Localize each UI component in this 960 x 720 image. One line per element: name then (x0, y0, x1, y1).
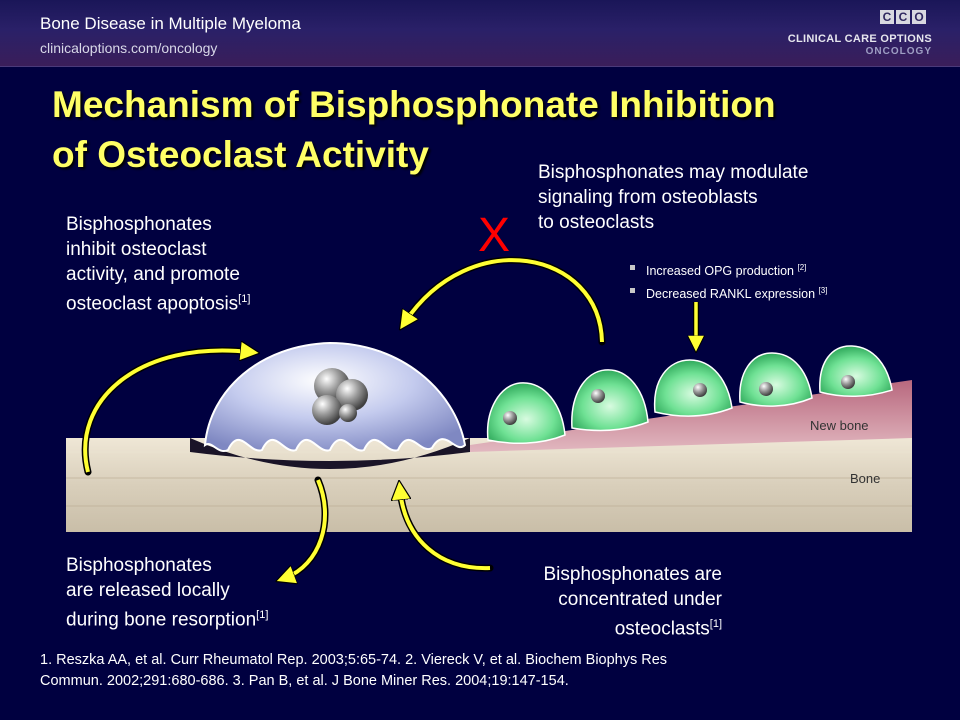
curved-arrow-down (285, 479, 327, 578)
label-line: to osteoclasts (538, 212, 655, 233)
nucleus (312, 395, 342, 425)
logo-text: CLINICAL CARE OPTIONS (787, 33, 932, 45)
bullet-text: Decreased RANKL expression (646, 287, 816, 302)
bone-label: Bone (850, 471, 880, 486)
label-text: osteoclasts (614, 618, 710, 640)
bullet-item: Increased OPG production [2] (630, 258, 827, 281)
osteoblast (739, 352, 813, 407)
header-bar: Bone Disease in Multiple Myeloma clinica… (0, 0, 960, 67)
bullet-text: Increased OPG production (646, 264, 794, 279)
label-line: Bisphosphonates are (543, 564, 722, 585)
logo-letter: C (880, 10, 894, 24)
slide-title-line: of Osteoclast Activity (52, 134, 429, 175)
logo-subtext: ONCOLOGY (865, 46, 932, 57)
new-bone-label: New bone (810, 418, 869, 433)
curved-arrow-up (400, 490, 491, 571)
label-line: osteoclasts[1] (472, 612, 722, 641)
reference-line: 1. Reszka AA, et al. Curr Rheumatol Rep.… (40, 652, 668, 668)
label-line: Bisphosphonates (66, 214, 212, 235)
bullet-square-icon (630, 265, 635, 270)
nucleus (339, 404, 357, 422)
label-text: osteoclast apoptosis (66, 293, 239, 315)
label-line: during bone resorption[1] (66, 603, 366, 632)
effects-bullet-list: Increased OPG production [2] Decreased R… (630, 258, 827, 304)
label-line: Bisphosphonates (66, 555, 212, 576)
curved-arrow-left (83, 350, 250, 473)
osteoblast (653, 359, 733, 417)
citation-ref: [2] (797, 263, 807, 272)
resorption-pit (190, 438, 470, 469)
slide-title-line: Mechanism of Bisphosphonate Inhibition (52, 84, 776, 125)
label-line: are released locally (66, 580, 230, 601)
osteoblast (486, 382, 566, 445)
label-line: osteoclast apoptosis[1] (66, 287, 346, 316)
references: 1. Reszka AA, et al. Curr Rheumatol Rep.… (40, 650, 920, 692)
cco-logo: C C O (880, 10, 926, 24)
source-url: clinicaloptions.com/oncology (40, 40, 218, 56)
blocked-x-mark: X (478, 209, 511, 262)
bullet-square-icon (630, 288, 635, 294)
bullet-item: Decreased RANKL expression [3] (630, 281, 827, 304)
logo-letter: O (912, 10, 926, 24)
presentation-title: Bone Disease in Multiple Myeloma (40, 14, 301, 33)
label-text: during bone resorption (66, 609, 257, 631)
logo-letter: C (896, 10, 910, 24)
citation-ref: [1] (709, 618, 722, 630)
label-line: inhibit osteoclast (66, 239, 207, 260)
nucleus (336, 379, 368, 411)
label-line: activity, and promote (66, 264, 240, 285)
concentrated-under-label: Bisphosphonates are concentrated under o… (472, 562, 722, 641)
slide-title: Mechanism of Bisphosphonate Inhibition o… (52, 80, 912, 180)
label-line: signaling from osteoblasts (538, 187, 758, 208)
citation-ref: [1] (256, 609, 269, 621)
released-locally-label: Bisphosphonates are released locally dur… (66, 553, 366, 632)
citation-ref: [1] (238, 293, 251, 305)
reference-line: Commun. 2002;291:680-686. 3. Pan B, et a… (40, 673, 569, 689)
osteoblast (819, 345, 893, 398)
inhibit-activity-label: Bisphosphonates inhibit osteoclast activ… (66, 212, 346, 316)
label-line: Bisphosphonates may modulate (538, 162, 809, 183)
curved-arrow-top (405, 258, 604, 343)
citation-ref: [3] (818, 286, 828, 296)
osteoblast (571, 369, 649, 432)
modulate-signaling-label: Bisphosphonates may modulate signaling f… (538, 160, 898, 235)
label-line: concentrated under (558, 589, 722, 610)
